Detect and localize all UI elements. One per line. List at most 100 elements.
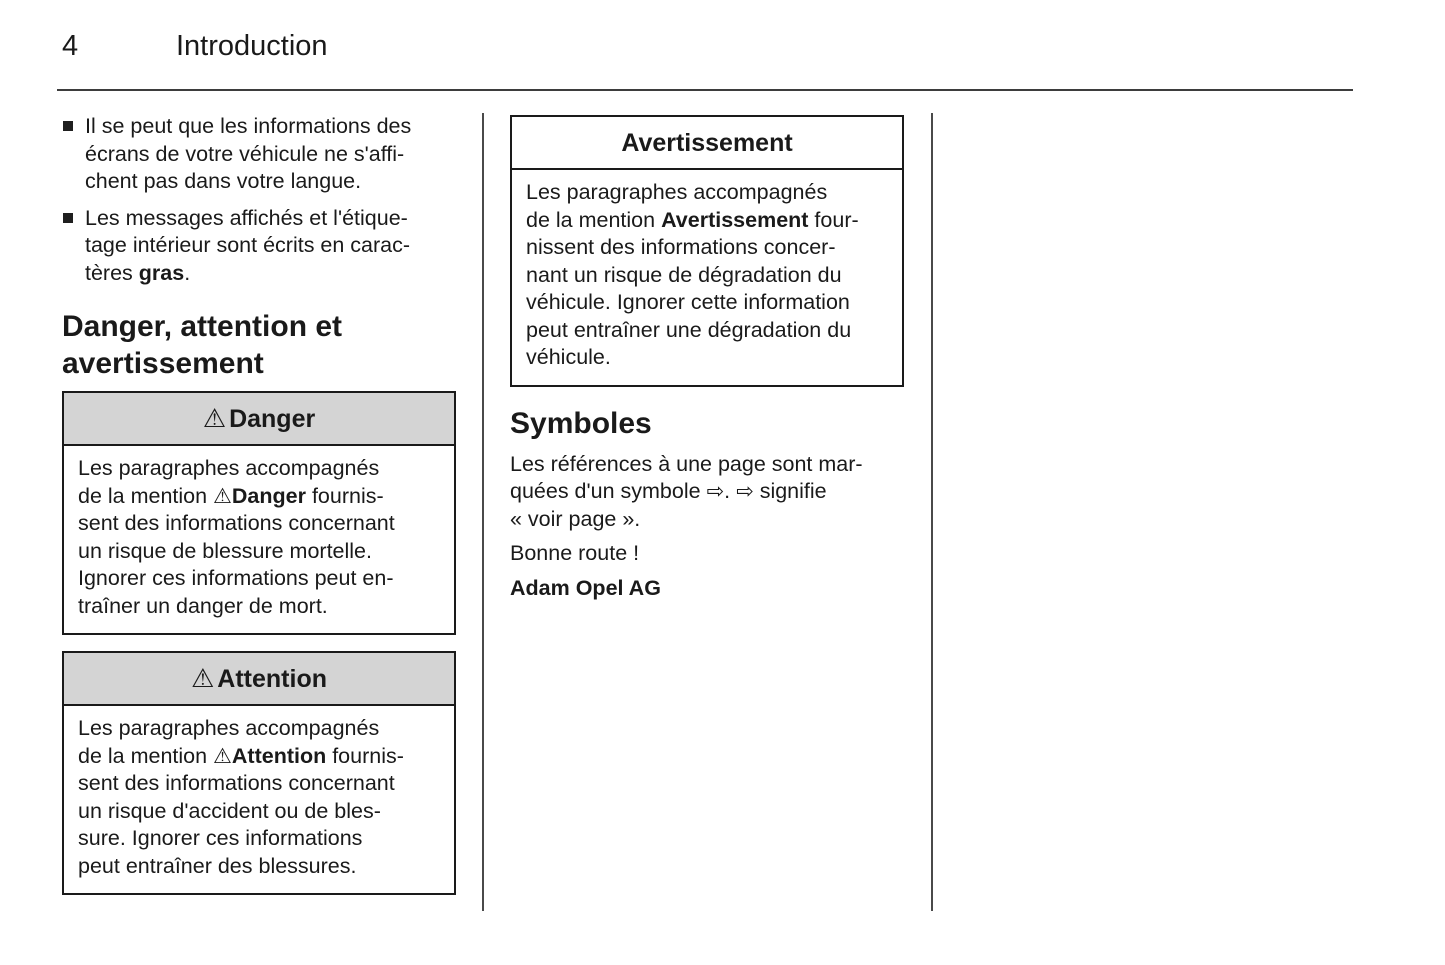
page-reference-arrow-icon: ⇨ <box>706 479 725 503</box>
text-segment: un risque de blessure mortelle. <box>78 538 372 563</box>
page-number: 4 <box>62 30 79 62</box>
text-segment: sure. Ignorer ces informations <box>78 826 363 850</box>
text-line: avertissement <box>62 345 456 382</box>
text-segment: fournis- <box>326 743 404 768</box>
text-segment: nant un risque de dégradation du <box>526 262 842 287</box>
warning-triangle-icon: ⚠ <box>202 404 227 434</box>
text-segment: peut entraîner des blessures. <box>78 853 357 878</box>
text-segment: fournis- <box>305 483 384 508</box>
column-divider <box>482 113 484 911</box>
text-segment: avertissement <box>62 347 264 380</box>
text-line: Il se peut que les informations des <box>85 113 456 141</box>
danger-box-header: ⚠Danger <box>64 393 454 446</box>
text-line: quées d'un symbole ⇨. ⇨ signifie <box>510 478 904 506</box>
warning-triangle-icon: ⚠ <box>213 743 232 768</box>
text-segment: Danger <box>229 405 316 433</box>
text-line: ⚠Danger <box>203 403 315 435</box>
column-divider <box>931 113 933 911</box>
text-line: tage intérieur sont écrits en carac- <box>85 232 456 260</box>
text-line: peut entraîner une dégradation du <box>526 317 890 345</box>
text-segment: . <box>724 479 737 503</box>
text-segment: signifie <box>753 479 827 503</box>
section-heading: Danger, attention et avertissement <box>62 308 456 382</box>
text-line: Les paragraphes accompagnés <box>78 455 442 483</box>
text-line: tères gras. <box>85 260 456 288</box>
bullet-item: Il se peut que les informations des écran… <box>62 113 456 196</box>
text-line: écrans de votre véhicule ne s'affi- <box>85 141 456 169</box>
text-line: chent pas dans votre langue. <box>85 168 456 196</box>
text-segment: Attention <box>217 665 327 693</box>
header-rule <box>57 89 1353 91</box>
page-reference-arrow-icon: ⇨ <box>736 479 754 503</box>
text-segment: Les références à une page sont mar- <box>510 451 863 476</box>
text-line: nant un risque de dégradation du <box>526 262 890 290</box>
text-line: nissent des informations concer- <box>526 234 890 262</box>
text-segment: Danger <box>231 483 306 508</box>
text-segment: peut entraîner une dégradation du <box>526 317 852 342</box>
text-segment: Il se peut que les informations des <box>85 114 412 138</box>
text-line: ⚠Attention <box>191 663 327 695</box>
text-line: Bonne route ! <box>510 540 904 568</box>
text-line: véhicule. Ignorer cette information <box>526 289 890 317</box>
text-segment: traîner un danger de mort. <box>78 593 328 618</box>
text-line: un risque d'accident ou de bles- <box>78 798 442 826</box>
text-segment: Avertissement <box>621 129 793 157</box>
text-line: Ignorer ces informations peut en- <box>78 565 442 593</box>
text-line: traîner un danger de mort. <box>78 593 442 621</box>
text-line: de la mention ⚠Attention fournis- <box>78 743 442 771</box>
left-column: Il se peut que les informations des écran… <box>62 113 456 895</box>
text-segment: tage intérieur sont écrits en carac- <box>85 233 411 257</box>
symbols-heading: Symboles <box>510 406 652 440</box>
text-segment: Les paragraphes accompagnés <box>78 716 380 740</box>
text-segment: Adam Opel AG <box>510 575 661 600</box>
text-segment: . <box>184 260 191 285</box>
text-line: « voir page ». <box>510 506 904 534</box>
text-segment: Les paragraphes accompagnés <box>526 180 828 204</box>
text-line: Adam Opel AG <box>510 575 904 603</box>
attention-box-header: ⚠Attention <box>64 653 454 706</box>
text-segment: quées d'un symbole <box>510 479 707 503</box>
text-segment: tères <box>85 260 139 285</box>
text-line: sent des informations concernant <box>78 770 442 798</box>
text-line: un risque de blessure mortelle. <box>78 538 442 566</box>
text-line: Les paragraphes accompagnés <box>526 179 890 207</box>
text-line: Les paragraphes accompagnés <box>78 715 442 743</box>
text-line: Danger, attention et <box>62 308 456 345</box>
text-segment: de la mention <box>78 483 214 508</box>
text-segment: Bonne route ! <box>510 541 640 565</box>
text-segment: Avertissement <box>661 207 809 232</box>
text-segment: « voir page ». <box>510 506 641 531</box>
text-segment: véhicule. <box>526 345 611 369</box>
text-segment: Ignorer ces informations peut en- <box>78 566 394 590</box>
middle-column: Avertissement Les paragraphes accompagné… <box>510 113 904 602</box>
text-segment: sent des informations concernant <box>78 771 395 795</box>
text-line: de la mention ⚠Danger fournis- <box>78 483 442 511</box>
text-line: Avertissement <box>621 127 792 159</box>
text-segment: Les paragraphes accompagnés <box>78 456 380 480</box>
text-line: sure. Ignorer ces informations <box>78 825 442 853</box>
text-segment: un risque d'accident ou de bles- <box>78 798 381 823</box>
danger-box-body: Les paragraphes accompagnés de la mention… <box>64 446 454 633</box>
text-segment: Danger, attention et <box>62 310 343 343</box>
avertissement-box-body: Les paragraphes accompagnés de la mention… <box>512 170 902 385</box>
symbols-paragraph: Les références à une page sont mar-quées… <box>510 451 904 534</box>
warning-triangle-icon: ⚠ <box>190 664 215 694</box>
bullet-item: Les messages affichés et l'étique-tage i… <box>62 205 456 288</box>
text-segment: écrans de votre véhicule ne s'affi- <box>85 141 405 166</box>
attention-box-body: Les paragraphes accompagnés de la mention… <box>64 706 454 893</box>
avertissement-box: Avertissement Les paragraphes accompagné… <box>510 115 904 387</box>
text-segment: Attention <box>231 743 327 768</box>
text-segment: nissent des informations concer- <box>526 235 836 259</box>
warning-triangle-icon: ⚠ <box>213 483 232 508</box>
text-segment: de la mention <box>526 207 662 232</box>
signature-text: Adam Opel AG <box>510 575 904 603</box>
text-line: Les messages affichés et l'étique- <box>85 205 456 233</box>
text-line: véhicule. <box>526 344 890 372</box>
good-trip-text: Bonne route ! <box>510 540 904 568</box>
avertissement-box-header: Avertissement <box>512 117 902 170</box>
text-segment: de la mention <box>78 743 214 768</box>
text-segment: gras <box>138 260 185 285</box>
